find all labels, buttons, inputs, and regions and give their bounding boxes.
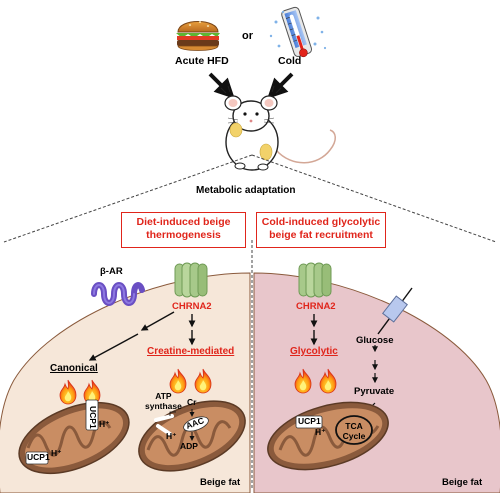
arrow-chrna2-to-canonical-2 xyxy=(88,333,139,361)
arrow-chrna2-to-canonical-1 xyxy=(140,311,175,331)
burger-icon xyxy=(176,21,220,51)
ucp1-right-label: UCP1 xyxy=(298,416,321,426)
right-panel-title-line1: Cold-induced glycolytic xyxy=(261,216,381,228)
or-label: or xyxy=(242,30,253,42)
glycolytic-label: Glycolytic xyxy=(290,346,338,357)
aac-transporter xyxy=(183,416,209,432)
cold-label: Cold xyxy=(278,55,302,67)
tca-cycle-label-line2: Cycle xyxy=(342,431,366,441)
h-plus-right-label: H⁺ xyxy=(315,427,326,437)
left-panel-title-box: Diet-induced beige thermogenesis xyxy=(121,212,246,248)
canonical-label: Canonical xyxy=(50,363,98,374)
glucose-transporter-icon xyxy=(377,287,413,335)
atp-synthase-label-line1: ATP xyxy=(155,391,172,401)
ucp1-lower-label: UCP1 xyxy=(27,452,50,462)
creatine-mediated-label: Creatine-mediated xyxy=(147,346,235,357)
arrow-cold-to-mouse xyxy=(267,72,294,99)
glucose-label: Glucose xyxy=(356,335,394,346)
h-plus-lower-label: H⁺ xyxy=(51,448,62,458)
atp-synthase-label-line2: synthase xyxy=(145,401,182,411)
ucp1-transporter-upper xyxy=(85,399,99,431)
atp-synthase-icon xyxy=(154,414,174,436)
right-panel-title-line2: beige fat recruitment xyxy=(269,229,373,241)
chrna2-channel-right-icon xyxy=(298,262,332,298)
ucp1-transporter-right xyxy=(295,415,323,429)
adp-label: ADP xyxy=(180,441,198,451)
creatine-label: Cr xyxy=(187,397,197,407)
beige-fat-right-label: Beige fat xyxy=(442,477,483,488)
chrna2-channel-left-icon xyxy=(174,262,208,298)
pyruvate-label: Pyruvate xyxy=(354,386,395,397)
mouse-icon xyxy=(220,85,336,171)
beige-fat-left-label: Beige fat xyxy=(200,477,241,488)
tca-cycle-circle xyxy=(335,415,373,445)
atp-synthase-pointer xyxy=(169,411,176,416)
dashed-expansion-lines xyxy=(3,154,497,243)
tca-cycle-label-line1: TCA xyxy=(345,421,363,431)
acute-hfd-label: Acute HFD xyxy=(175,55,229,67)
beta-ar-label: β-AR xyxy=(100,266,123,277)
beta-ar-receptor-icon xyxy=(91,282,145,306)
ucp1-transporter-lower xyxy=(25,451,49,465)
right-panel-title-box: Cold-induced glycolytic beige fat recrui… xyxy=(256,212,386,248)
ucp1-upper-label: UCP1 xyxy=(88,406,98,429)
arrow-hfd-to-mouse xyxy=(208,72,235,99)
atp-synthase-label: ATP synthase xyxy=(145,391,182,411)
left-panel-title-line2: thermogenesis xyxy=(146,229,221,241)
chrna2-left-label: CHRNA2 xyxy=(172,301,212,312)
metabolic-adaptation-label: Metabolic adaptation xyxy=(196,185,296,196)
h-plus-upper-label: H⁺ xyxy=(99,419,110,429)
tca-cycle-label: TCA Cycle xyxy=(340,421,368,441)
left-panel-title-line1: Diet-induced beige xyxy=(136,216,231,228)
chrna2-right-label: CHRNA2 xyxy=(296,301,336,312)
thermometer-icon xyxy=(269,6,327,58)
h-plus-creatine-label: H⁺ xyxy=(166,431,177,441)
